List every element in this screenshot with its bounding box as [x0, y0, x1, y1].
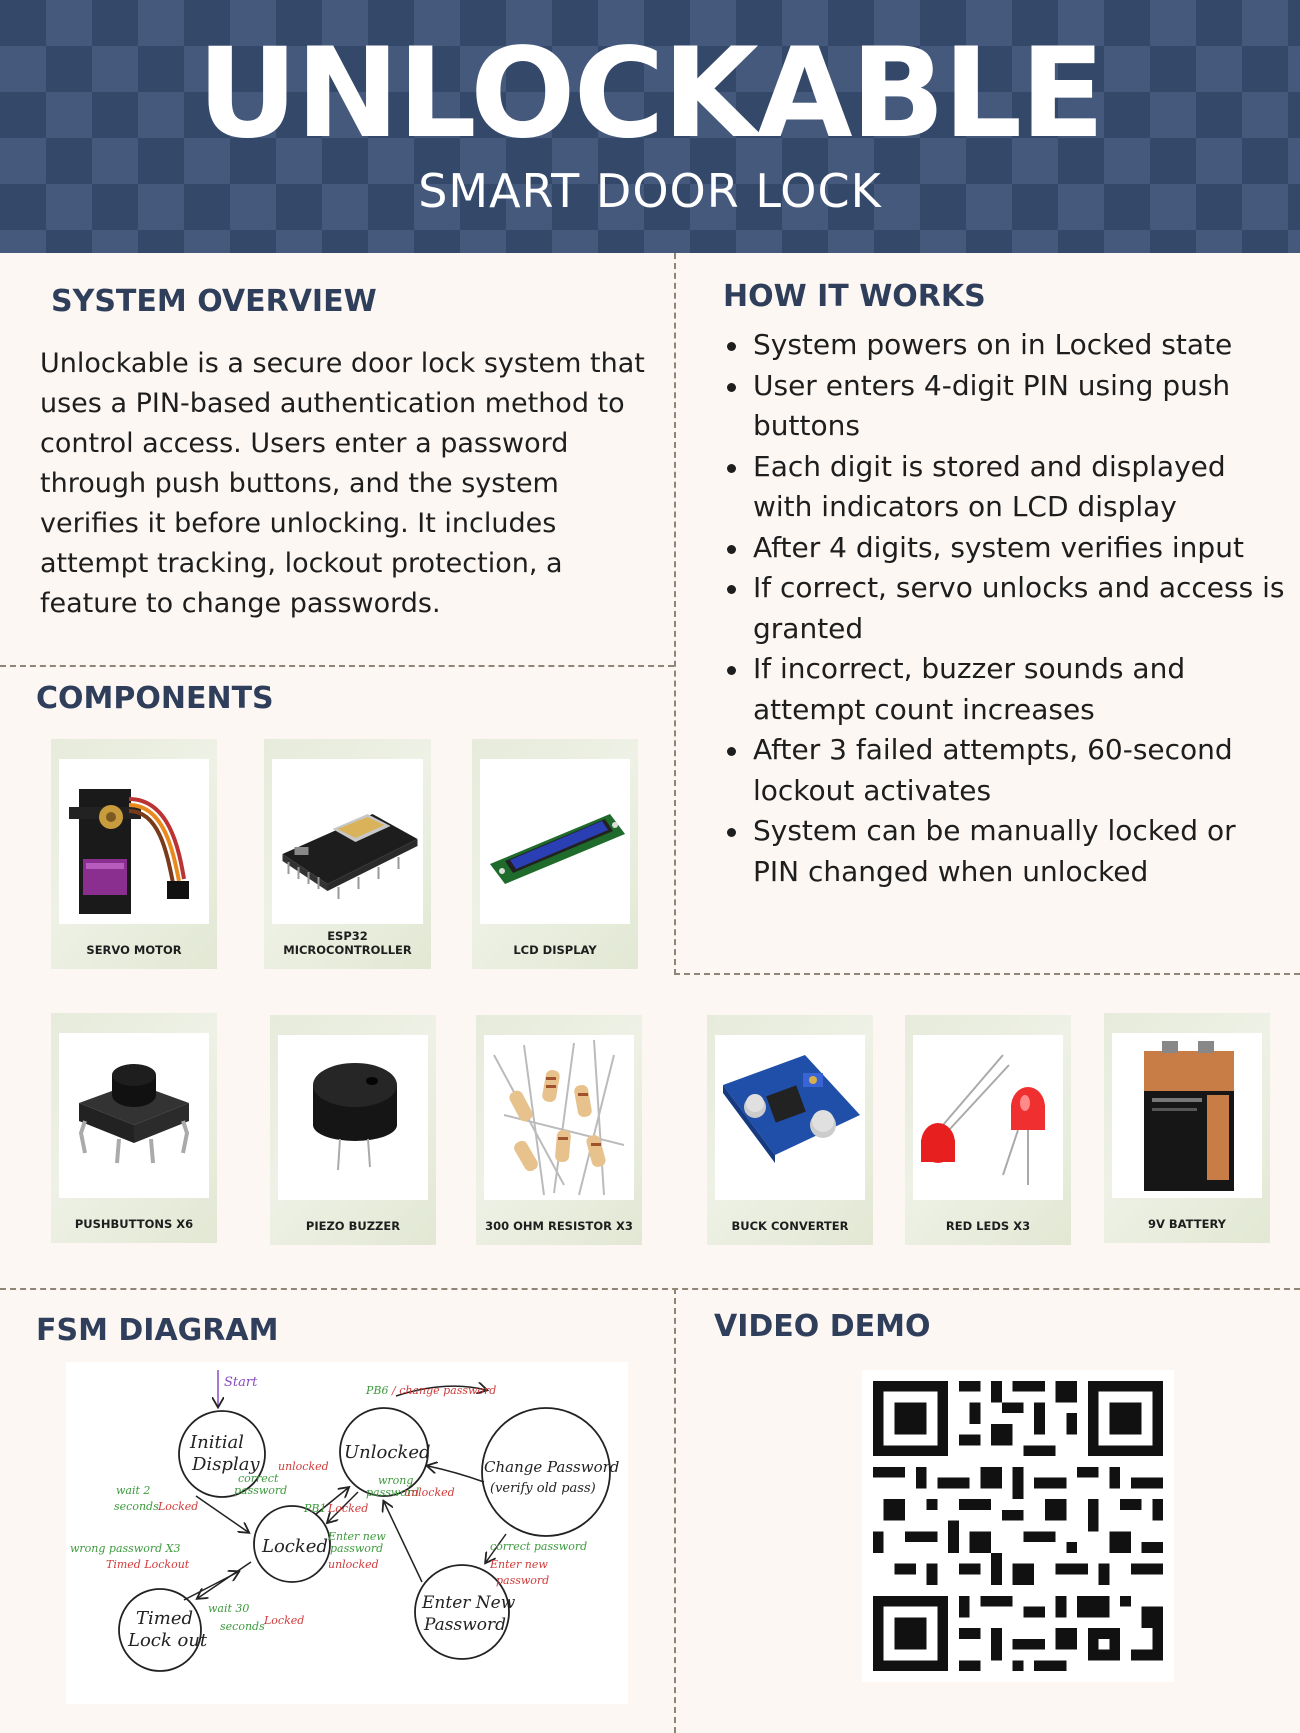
components-heading: COMPONENTS [36, 681, 274, 716]
svg-text:Unlocked: Unlocked [344, 1442, 431, 1463]
component-card-esp32: ESP32 MICROCONTROLLER [264, 739, 431, 969]
component-label: 9V BATTERY [1147, 1217, 1227, 1231]
page-subtitle: SMART DOOR LOCK [418, 164, 882, 218]
component-card-resistor: 300 OHM RESISTOR X3 [476, 1015, 642, 1245]
qr-code-icon[interactable] [862, 1370, 1174, 1682]
svg-text:correct password: correct password [490, 1540, 587, 1553]
fsm-heading: FSM DIAGRAM [36, 1313, 279, 1348]
list-item: If correct, servo unlocks and access is … [727, 568, 1287, 649]
servo-motor-icon [59, 759, 209, 924]
divider-components-bottom [0, 1288, 1300, 1290]
component-label: BUCK CONVERTER [731, 1219, 849, 1233]
svg-text:wrong password X3: wrong password X3 [70, 1542, 180, 1555]
svg-text:Locked: Locked [261, 1536, 328, 1557]
divider-vertical-bottom [674, 1288, 676, 1733]
svg-text:unlocked: unlocked [404, 1486, 455, 1499]
svg-text:correct: correct [238, 1472, 279, 1485]
component-card-buck: BUCK CONVERTER [707, 1015, 873, 1245]
component-label: ESP32 MICROCONTROLLER [283, 929, 412, 957]
svg-text:password: password [366, 1486, 419, 1499]
component-label: 300 OHM RESISTOR X3 [485, 1219, 633, 1233]
svg-text:Initial: Initial [189, 1432, 244, 1453]
divider-vertical-top [674, 253, 676, 975]
component-label: PIEZO BUZZER [305, 1219, 401, 1233]
svg-text:password: password [234, 1484, 287, 1497]
pushbutton-icon [59, 1033, 209, 1198]
page-title: UNLOCKABLE [197, 22, 1105, 166]
list-item: System powers on in Locked state [727, 325, 1287, 366]
component-card-battery: 9V BATTERY [1104, 1013, 1270, 1243]
overview-heading: SYSTEM OVERVIEW [51, 284, 377, 319]
component-card-buzzer: PIEZO BUZZER [270, 1015, 436, 1245]
buck-converter-icon [715, 1035, 865, 1200]
lcd-display-icon [480, 759, 630, 924]
svg-text:Change Password: Change Password [484, 1458, 619, 1476]
svg-text:unlocked: unlocked [328, 1558, 379, 1571]
svg-text:wait 30: wait 30 [208, 1602, 249, 1615]
list-item: After 3 failed attempts, 60-second locko… [727, 730, 1287, 811]
component-label: SERVO MOTOR [86, 943, 182, 957]
esp32-board-icon [272, 759, 423, 924]
component-card-led: RED LEDS X3 [905, 1015, 1071, 1245]
svg-text:Display: Display [191, 1454, 260, 1475]
svg-text:(verify old pass): (verify old pass) [490, 1481, 596, 1496]
svg-text:PB1: PB1 [303, 1502, 326, 1515]
svg-text:seconds: seconds [220, 1620, 265, 1633]
component-label: RED LEDS X3 [945, 1219, 1031, 1233]
red-led-icon [913, 1035, 1063, 1200]
svg-text:Start: Start [224, 1375, 258, 1390]
piezo-buzzer-icon [278, 1035, 428, 1200]
component-card-servo: SERVO MOTOR [51, 739, 217, 969]
how-it-works-list: System powers on in Locked state User en… [727, 325, 1287, 892]
svg-text:password: password [496, 1574, 549, 1587]
divider-overview-components [0, 665, 674, 667]
svg-text:Locked: Locked [327, 1502, 368, 1515]
video-heading: VIDEO DEMO [714, 1309, 931, 1344]
overview-text: Unlockable is a secure door lock system … [40, 348, 645, 619]
svg-text:Timed Lockout: Timed Lockout [106, 1558, 190, 1571]
svg-text:Lock out: Lock out [127, 1630, 208, 1651]
list-item: System can be manually locked or PIN cha… [727, 811, 1287, 892]
divider-howitworks-bottom [674, 973, 1300, 975]
svg-text:Enter new: Enter new [489, 1558, 548, 1571]
list-item: Each digit is stored and displayed with … [727, 447, 1287, 528]
svg-text:Locked: Locked [157, 1500, 198, 1513]
svg-text:wrong: wrong [378, 1474, 413, 1487]
svg-text:password: password [330, 1542, 383, 1555]
fsm-diagram: Initial Display Unlocked Change Password… [66, 1362, 628, 1704]
component-label: LCD DISPLAY [513, 943, 597, 957]
svg-text:unlocked: unlocked [278, 1460, 329, 1473]
svg-text:seconds: seconds [114, 1500, 159, 1513]
how-it-works-heading: HOW IT WORKS [723, 279, 986, 314]
svg-text:Enter new: Enter new [327, 1530, 386, 1543]
list-item: After 4 digits, system verifies input [727, 528, 1287, 569]
component-card-pushbutton: PUSHBUTTONS X6 [51, 1013, 217, 1243]
component-card-lcd: LCD DISPLAY [472, 739, 638, 969]
list-item: If incorrect, buzzer sounds and attempt … [727, 649, 1287, 730]
svg-text:Timed: Timed [136, 1608, 193, 1629]
svg-text:Locked: Locked [263, 1614, 304, 1627]
battery-icon [1112, 1033, 1262, 1198]
svg-text:Enter New: Enter New [421, 1593, 516, 1613]
resistor-icon [484, 1035, 634, 1200]
svg-text:PB6 / change password: PB6 / change password [365, 1384, 496, 1397]
component-label: PUSHBUTTONS X6 [74, 1217, 194, 1231]
svg-text:wait 2: wait 2 [116, 1484, 150, 1497]
header-banner: UNLOCKABLE SMART DOOR LOCK [0, 0, 1300, 253]
svg-text:Password: Password [423, 1615, 506, 1635]
list-item: User enters 4-digit PIN using push butto… [727, 366, 1287, 447]
